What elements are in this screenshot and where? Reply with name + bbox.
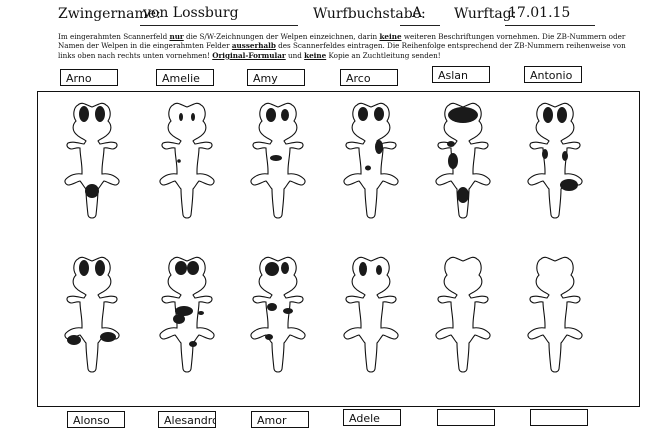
- name-box-top-2[interactable]: Amelie: [156, 69, 214, 86]
- puppy-drawings: [64, 102, 583, 373]
- puppy-amy: [250, 102, 306, 219]
- name-box-top-1[interactable]: Arno: [60, 69, 118, 86]
- puppy-amor: [250, 256, 306, 373]
- puppy-arno: [64, 102, 120, 219]
- wurftag-label: Wurftag:: [454, 6, 517, 22]
- name-box-top-3[interactable]: Amy: [247, 69, 305, 86]
- zwinger-label: Zwingername:: [58, 6, 161, 22]
- puppy-alonso: [64, 256, 120, 373]
- name-box-bottom-5[interactable]: [437, 409, 495, 426]
- wurfbuchstabe-value[interactable]: A: [412, 5, 423, 21]
- wurfbuchstabe-underline: [400, 25, 440, 26]
- name-box-bottom-3[interactable]: Amor: [251, 411, 309, 428]
- wurfbuchstabe-label: Wurfbuchstabe:: [313, 6, 426, 22]
- name-box-top-5[interactable]: Aslan: [432, 66, 490, 83]
- instructions-text: Im eingerahmten Scannerfeld nur die S/W-…: [58, 32, 626, 60]
- puppy-adele: [343, 256, 399, 373]
- puppy-aslan: [435, 102, 491, 219]
- zwinger-value[interactable]: von Lossburg: [143, 5, 239, 21]
- name-box-bottom-2[interactable]: Alesandro: [158, 411, 216, 428]
- puppy-arco: [343, 102, 399, 219]
- name-box-bottom-4[interactable]: Adele: [343, 409, 401, 426]
- puppy-antonio: [527, 102, 583, 219]
- wurftag-value[interactable]: 17.01.15: [508, 5, 571, 21]
- puppy-alesandro: [159, 256, 215, 373]
- puppy-blank-5: [435, 256, 491, 373]
- name-box-top-4[interactable]: Arco: [340, 69, 398, 86]
- name-box-top-6[interactable]: Antonio: [524, 66, 582, 83]
- wurftag-underline: [505, 25, 595, 26]
- puppy-blank-6: [527, 256, 583, 373]
- name-box-bottom-6[interactable]: [530, 409, 588, 426]
- zwinger-underline: [140, 25, 298, 26]
- puppy-amelie: [159, 102, 215, 219]
- name-box-bottom-1[interactable]: Alonso: [67, 411, 125, 428]
